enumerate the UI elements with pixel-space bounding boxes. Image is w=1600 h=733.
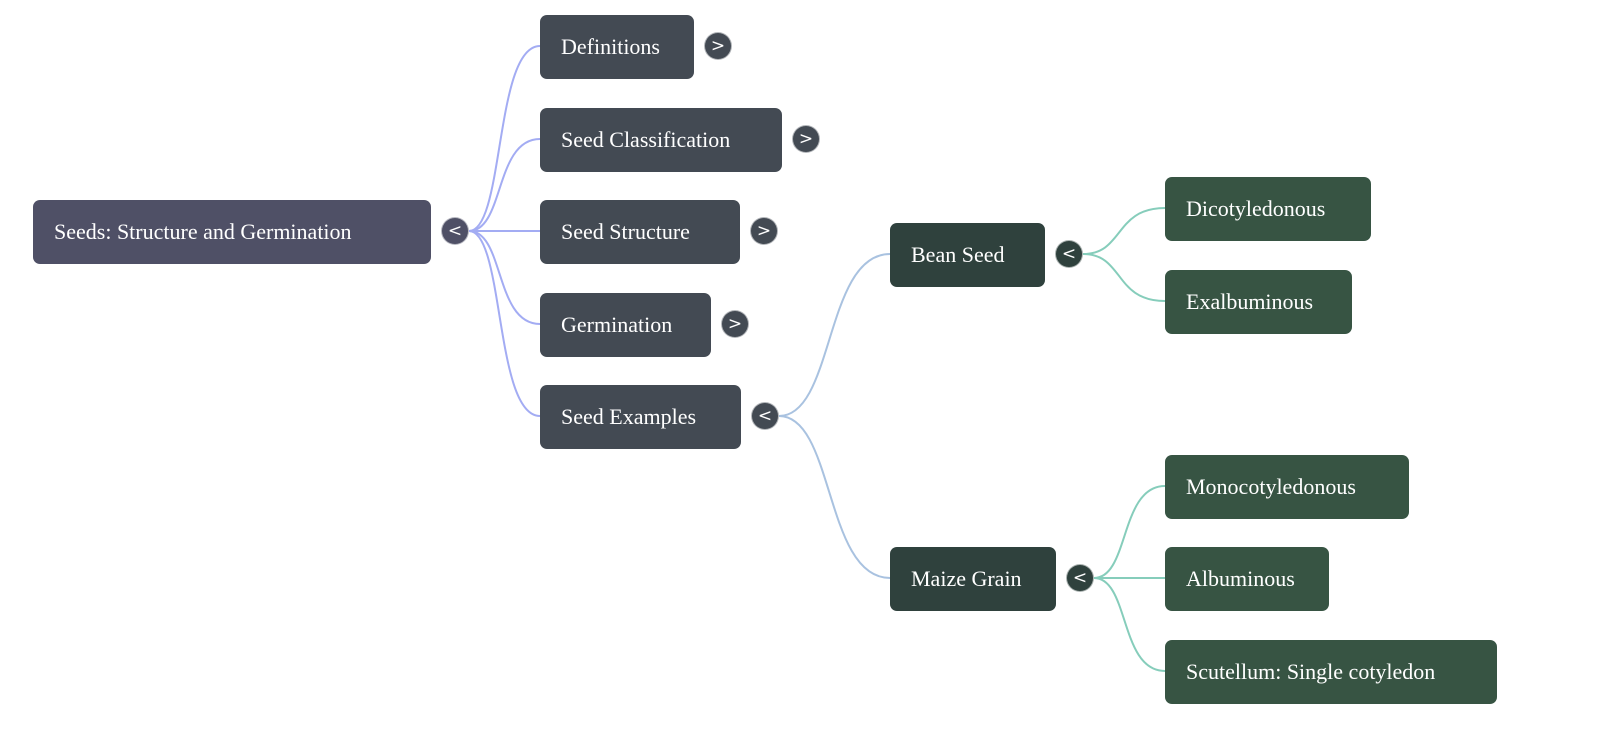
leaf-node-scutellum[interactable]: Scutellum: Single cotyledon bbox=[1165, 640, 1497, 704]
subbranch-node-maize-grain[interactable]: Maize Grain bbox=[890, 547, 1056, 611]
edge-root-definitions bbox=[468, 45, 541, 232]
leaf-node-albuminous[interactable]: Albuminous bbox=[1165, 547, 1329, 611]
subbranch-node-bean-seed[interactable]: Bean Seed bbox=[890, 223, 1045, 287]
root-node[interactable]: Seeds: Structure and Germination bbox=[33, 200, 431, 264]
expand-toggle-icon[interactable]: > bbox=[721, 310, 749, 338]
edge-bean-exalbuminous bbox=[1082, 253, 1166, 302]
branch-label: Germination bbox=[561, 312, 673, 337]
branch-label: Seed Examples bbox=[561, 404, 697, 429]
edge-examples-maize-grain bbox=[778, 415, 891, 579]
root-node-label: Seeds: Structure and Germination bbox=[54, 219, 352, 244]
leaf-label: Dicotyledonous bbox=[1186, 196, 1326, 221]
edge-root-germination bbox=[468, 230, 541, 325]
leaf-node-monocotyledonous[interactable]: Monocotyledonous bbox=[1165, 455, 1409, 519]
branch-node-definitions[interactable]: Definitions bbox=[540, 15, 694, 79]
collapse-toggle-icon[interactable]: < bbox=[1055, 240, 1083, 268]
collapse-toggle-icon[interactable]: < bbox=[1066, 564, 1094, 592]
edge-root-seed-examples bbox=[468, 230, 541, 417]
edge-root-seed-classification bbox=[468, 138, 541, 232]
expand-toggle-icon[interactable]: > bbox=[750, 217, 778, 245]
collapse-toggle-icon[interactable]: < bbox=[441, 217, 469, 245]
leaf-label: Scutellum: Single cotyledon bbox=[1186, 659, 1436, 684]
branch-node-seed-examples[interactable]: Seed Examples bbox=[540, 385, 741, 449]
branch-node-seed-structure[interactable]: Seed Structure bbox=[540, 200, 740, 264]
leaf-node-exalbuminous[interactable]: Exalbuminous bbox=[1165, 270, 1352, 334]
branch-label: Seed Structure bbox=[561, 219, 690, 244]
branch-node-seed-classification[interactable]: Seed Classification bbox=[540, 108, 782, 172]
edge-examples-bean-seed bbox=[778, 253, 891, 417]
branch-label: Seed Classification bbox=[561, 127, 731, 152]
branch-node-germination[interactable]: Germination bbox=[540, 293, 711, 357]
leaf-node-dicotyledonous[interactable]: Dicotyledonous bbox=[1165, 177, 1371, 241]
leaf-label: Exalbuminous bbox=[1186, 289, 1314, 314]
expand-toggle-icon[interactable]: > bbox=[792, 125, 820, 153]
leaf-label: Monocotyledonous bbox=[1186, 474, 1356, 499]
branch-label: Definitions bbox=[561, 34, 660, 59]
edge-bean-dicotyledonous bbox=[1082, 207, 1166, 255]
edge-maize-scutellum bbox=[1093, 577, 1166, 672]
edge-maize-monocotyledonous bbox=[1093, 485, 1166, 579]
leaf-label: Albuminous bbox=[1186, 566, 1295, 591]
collapse-toggle-icon[interactable]: < bbox=[751, 402, 779, 430]
subbranch-label: Bean Seed bbox=[911, 242, 1005, 267]
expand-toggle-icon[interactable]: > bbox=[704, 32, 732, 60]
subbranch-label: Maize Grain bbox=[911, 566, 1022, 591]
